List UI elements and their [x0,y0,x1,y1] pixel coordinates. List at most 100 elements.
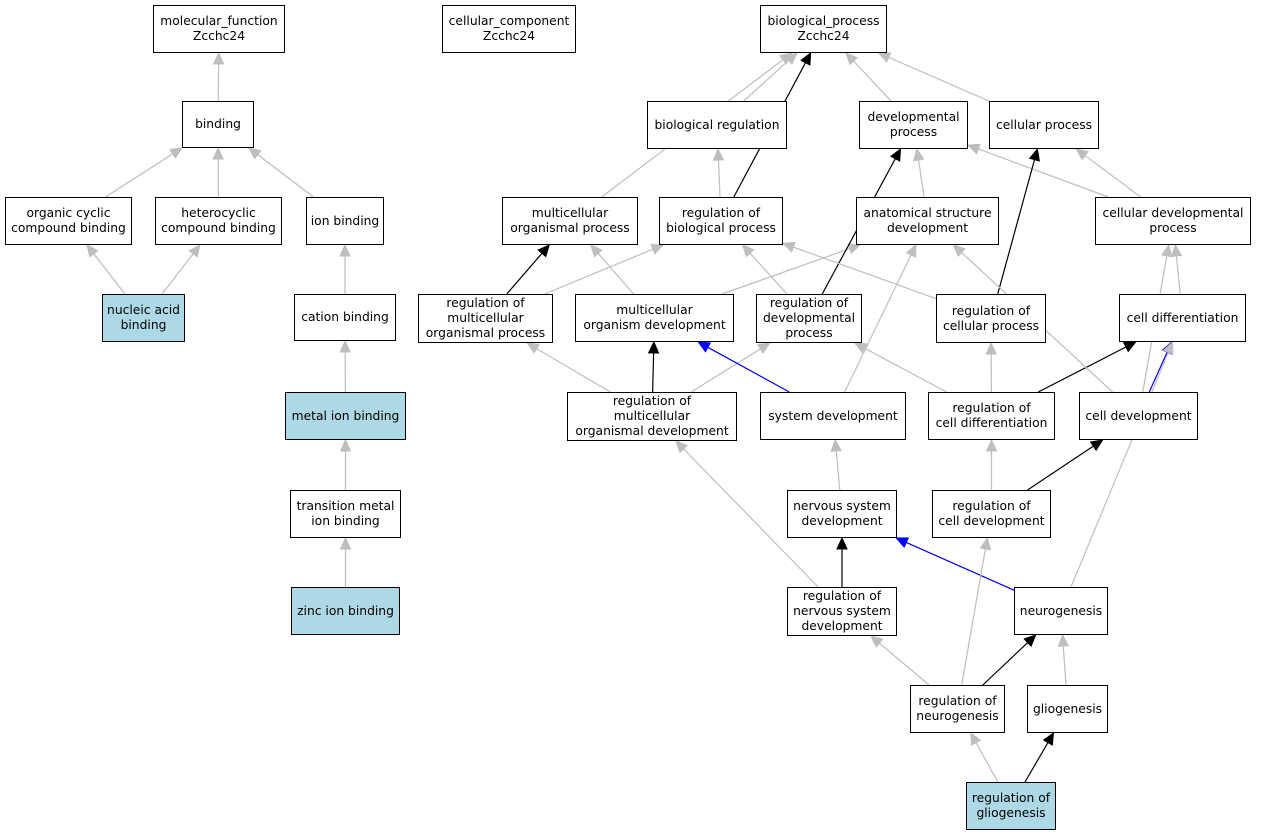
arrowhead-nervous_sys_dev-to-system_dev [830,438,843,452]
arrowhead-reg_neurogenesis-to-reg_cell_dev [979,536,992,551]
edge-bio_reg-to-bp_root [743,59,790,102]
edge-system_dev-to-anat_struct_dev [844,254,912,393]
term-cell-development[interactable]: cell development [1079,392,1198,440]
term-regulation-of-multicellular-organismal-process[interactable]: regulation of multicellular organismal p… [418,294,553,343]
arrowhead-cell_diff-to-cell_dev_process [1170,243,1183,258]
term-multicellular-organismal-process[interactable]: multicellular organismal process [502,197,638,245]
arrowhead-ion_binding-to-binding [247,147,262,160]
term-regulation-of-neurogenesis[interactable]: regulation of neurogenesis [910,685,1005,733]
arrowhead-zinc_ion-to-transition_metal [339,536,352,550]
edge-gliogenesis-to-neurogenesis [1062,645,1067,686]
arrowhead-system_dev-to-multi_org_dev [697,341,712,353]
term-anatomical-structure-development[interactable]: anatomical structure development [856,197,999,245]
arrowhead-cell_dev_process-to-dev_process [966,143,981,155]
arrowhead-transition_metal-to-metal_ion [339,438,352,452]
arrowhead-system_dev-to-anat_struct_dev [905,243,917,258]
arrowhead-reg_dev_process-to-dev_process [889,147,902,162]
arrowhead-cell_dev-to-anat_struct_dev [952,244,966,258]
term-cellular-component-root[interactable]: cellular_component Zcchc24 [442,5,576,53]
arrowhead-reg_cell_diff-to-reg_cell_process [985,341,997,355]
term-nucleic-acid-binding[interactable]: nucleic acid binding [102,294,185,342]
arrowhead-reg_gliogenesis-to-gliogenesis [1042,731,1055,746]
arrowhead-multi_org_process-to-bp_root [779,52,793,65]
edge-reg_multi_org_process-to-reg_bio_process [544,248,654,295]
edge-reg_bio_process-to-bio_reg [717,159,721,198]
arrowhead-reg_cell_diff-to-reg_dev_process [853,342,868,354]
arrowhead-reg_multi_org_dev-to-multi_org_dev [647,340,660,354]
arrowhead-reg_gliogenesis-to-reg_neurogenesis [970,731,982,746]
term-gliogenesis[interactable]: gliogenesis [1027,685,1108,733]
arrowhead-reg_cell_dev-to-reg_cell_diff [985,438,998,452]
edge-cell_dev_process-to-dev_process [978,148,1109,198]
term-cation-binding[interactable]: cation binding [294,294,396,341]
term-organic-cyclic-compound-binding[interactable]: organic cyclic compound binding [5,197,132,245]
term-transition-metal-ion-binding[interactable]: transition metal ion binding [290,490,401,538]
term-multicellular-organism-development[interactable]: multicellular organism development [575,294,734,342]
term-cell-differentiation[interactable]: cell differentiation [1119,294,1246,342]
edge-nervous_sys_dev-to-system_dev [835,450,841,491]
arrowhead-reg_nervous_sys_dev-to-nervous_sys_dev [836,536,848,550]
arrowhead-reg_neurogenesis-to-reg_nervous_sys_dev [870,635,884,648]
edge-cell_diff-to-cell_dev_process [1175,255,1181,295]
edge-anat_struct_dev-to-dev_process [917,159,925,198]
edge-reg_cell_diff-to-reg_dev_process [864,347,947,393]
term-zinc-ion-binding[interactable]: zinc ion binding [291,587,400,635]
term-biological-regulation[interactable]: biological regulation [647,101,787,149]
edge-reg_cell_process-to-cell_process [997,159,1036,295]
edge-reg_multi_org_process-to-multi_org_process [506,252,543,295]
arrowhead-organic_cyclic-to-binding [169,147,184,159]
arrowhead-nucleic_acid-to-heterocyclic [188,244,201,258]
arrowhead-reg_nervous_sys_dev-to-reg_multi_org_dev [675,440,689,454]
arrowhead-neurogenesis-to-nervous_sys_dev [895,537,910,548]
term-biological-process-root[interactable]: biological_process Zcchc24 [760,5,887,53]
term-regulation-of-developmental-process[interactable]: regulation of developmental process [756,294,862,343]
arrowhead-dev_process-to-bp_root [845,52,859,66]
arrowhead-neurogenesis-to-cell_diff [1162,340,1174,355]
term-molecular-function-root[interactable]: molecular_function Zcchc24 [153,5,285,53]
edge-reg_dev_process-to-reg_bio_process [749,252,788,295]
arrowhead-reg_cell_diff-to-cell_diff [1122,341,1137,353]
term-metal-ion-binding[interactable]: metal ion binding [285,392,406,440]
term-regulation-of-cell-differentiation[interactable]: regulation of cell differentiation [928,392,1055,440]
arrowhead-reg_dev_process-to-reg_bio_process [741,244,755,258]
term-cellular-process[interactable]: cellular process [989,101,1099,149]
term-heterocyclic-compound-binding[interactable]: heterocyclic compound binding [155,197,282,245]
arrowhead-binding-to-mf_root [212,51,225,65]
term-regulation-of-cellular-process[interactable]: regulation of cellular process [936,294,1046,343]
arrowhead-nucleic_acid-to-organic_cyclic [86,244,99,258]
term-regulation-of-cell-development[interactable]: regulation of cell development [932,490,1051,538]
term-binding[interactable]: binding [182,101,254,148]
arrowhead-reg_multi_org_process-to-multi_org_process [537,244,550,258]
term-system-development[interactable]: system development [760,392,906,440]
edge-reg_nervous_sys_dev-to-reg_multi_org_dev [683,448,819,588]
edge-cell_dev_process-to-cell_process [1084,155,1142,198]
edge-system_dev-to-multi_org_dev [707,346,790,393]
edge-reg_cell_diff-to-cell_diff [1038,346,1127,393]
term-neurogenesis[interactable]: neurogenesis [1014,587,1108,635]
arrowhead-anat_struct_dev-to-dev_process [912,147,925,162]
arrowhead-gliogenesis-to-neurogenesis [1057,633,1070,647]
term-regulation-of-biological-process[interactable]: regulation of biological process [659,197,783,245]
edge-organic_cyclic-to-binding [105,153,174,198]
edge-reg_multi_org_dev-to-multi_org_dev [652,352,655,393]
edge-reg_gliogenesis-to-gliogenesis [1024,742,1049,783]
term-developmental-process[interactable]: developmental process [859,101,968,149]
edge-reg_gliogenesis-to-reg_neurogenesis [975,742,999,783]
arrowhead-reg_bio_process-to-bp_root [800,51,812,66]
term-cellular-developmental-process[interactable]: cellular developmental process [1095,197,1251,245]
arrowhead-heterocyclic-to-binding [212,146,224,160]
edge-neurogenesis-to-nervous_sys_dev [906,541,1015,591]
edge-nucleic_acid-to-heterocyclic [161,253,194,295]
edge-reg_cell_process-to-reg_bio_process [793,246,937,300]
arrowhead-reg_cell_dev-to-cell_dev [1089,439,1104,452]
term-nervous-system-development[interactable]: nervous system development [787,490,897,538]
arrowhead-reg_neurogenesis-to-neurogenesis [1023,634,1037,648]
term-regulation-of-gliogenesis[interactable]: regulation of gliogenesis [966,782,1056,830]
term-regulation-of-nervous-system-development[interactable]: regulation of nervous system development [787,587,897,636]
arrowhead-reg_multi_org_dev-to-reg_multi_org_process [526,342,540,354]
arrowhead-metal_ion-to-cation_binding [339,339,351,353]
term-ion-binding[interactable]: ion binding [306,197,384,245]
term-regulation-of-multicellular-organismal-development[interactable]: regulation of multicellular organismal d… [567,392,737,441]
